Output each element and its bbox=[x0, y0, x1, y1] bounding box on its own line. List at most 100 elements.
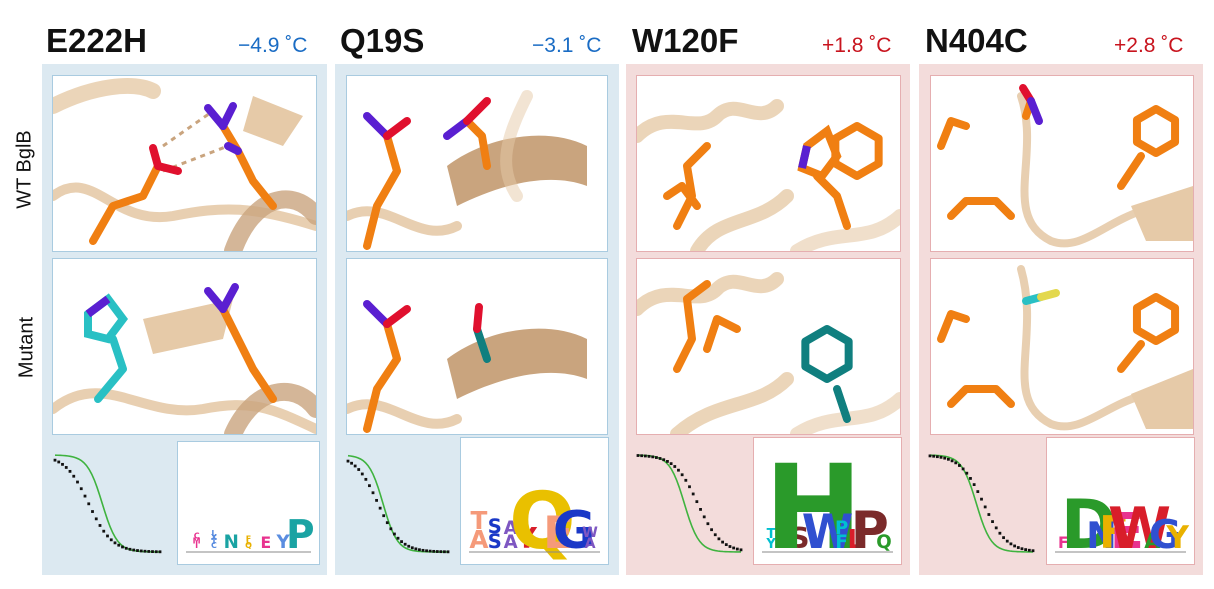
phe-neighbor-sidechain bbox=[1117, 340, 1145, 373]
data-point bbox=[647, 454, 651, 458]
data-point bbox=[735, 547, 739, 551]
data-point bbox=[371, 491, 375, 495]
data-point bbox=[958, 464, 961, 467]
data-point bbox=[76, 480, 79, 484]
melting-curve-plot bbox=[343, 447, 458, 562]
data-point bbox=[732, 546, 736, 550]
logo-letter: F bbox=[1099, 508, 1129, 559]
data-point bbox=[443, 550, 446, 554]
data-point bbox=[702, 515, 706, 519]
data-point bbox=[965, 471, 969, 475]
fit-line bbox=[637, 454, 742, 553]
logo-letter: I bbox=[195, 541, 198, 550]
melting-curve-plot bbox=[925, 447, 1043, 562]
data-point bbox=[393, 532, 396, 536]
mutant-structure-image bbox=[346, 258, 608, 435]
logo-letter: L bbox=[847, 525, 864, 555]
row-label-wt: WT BglB bbox=[13, 130, 36, 209]
stability-curve bbox=[928, 454, 1035, 553]
phe-neighbor-sidechain bbox=[1117, 152, 1145, 190]
logo-letter: W bbox=[802, 506, 854, 560]
data-point bbox=[677, 468, 680, 472]
logo-letter: G bbox=[553, 501, 596, 561]
logo-letter: P bbox=[286, 513, 315, 558]
indole-ring bbox=[831, 122, 883, 180]
data-point bbox=[713, 533, 717, 537]
asn404-sidechain bbox=[1019, 84, 1043, 125]
h-bond bbox=[162, 109, 214, 148]
leu-neighbor-2 bbox=[703, 315, 741, 353]
logo-letter: E bbox=[543, 508, 573, 559]
logo-letter: D bbox=[1061, 485, 1117, 564]
data-point bbox=[991, 520, 994, 524]
data-point bbox=[680, 473, 684, 477]
data-point bbox=[121, 545, 124, 549]
data-point bbox=[353, 464, 357, 468]
logo-letter: T bbox=[767, 527, 776, 542]
data-point bbox=[932, 454, 936, 458]
beta-arrow bbox=[1131, 186, 1193, 241]
data-point bbox=[407, 544, 411, 548]
mutation-title: E222H bbox=[46, 22, 147, 59]
data-point bbox=[360, 472, 364, 476]
logo-letter: Q bbox=[509, 477, 575, 564]
logo-letter: C bbox=[194, 532, 200, 541]
data-point bbox=[136, 549, 139, 552]
data-point bbox=[113, 541, 117, 545]
stability-curve bbox=[346, 454, 450, 554]
data-point bbox=[368, 484, 371, 488]
data-point bbox=[439, 550, 443, 554]
logo-letter: C bbox=[211, 541, 217, 550]
mutation-title: N404C bbox=[925, 22, 1028, 59]
beta-arrow bbox=[243, 96, 303, 146]
data-point bbox=[636, 454, 640, 457]
leu-neighbor-sidechain bbox=[947, 385, 1015, 408]
data-point bbox=[418, 548, 421, 552]
data-point bbox=[961, 467, 965, 471]
logo-letter: Y bbox=[765, 537, 776, 552]
ribbon-loop bbox=[347, 399, 462, 429]
data-point bbox=[1024, 548, 1028, 552]
arg-sidechain bbox=[204, 283, 277, 403]
gln-neighbor-sidechain bbox=[363, 300, 411, 433]
ribbon-helix-3 bbox=[790, 392, 900, 434]
beta-arrow bbox=[1131, 369, 1193, 429]
tm-delta: −3.1 ˚C bbox=[532, 34, 602, 57]
logo-letter: Y bbox=[515, 521, 537, 555]
ribbon-helix-2 bbox=[690, 189, 794, 251]
data-point bbox=[432, 549, 436, 553]
data-point bbox=[102, 529, 106, 533]
logo-letter: S bbox=[488, 530, 502, 553]
logo-letter: M bbox=[193, 536, 201, 545]
data-point bbox=[954, 461, 958, 465]
logo-letter: L bbox=[211, 529, 216, 538]
data-point bbox=[950, 459, 954, 463]
data-point bbox=[1027, 548, 1031, 552]
ribbon-helix-1 bbox=[637, 99, 784, 143]
data-point bbox=[695, 500, 699, 504]
data-point bbox=[346, 459, 350, 463]
data-point bbox=[688, 485, 691, 489]
trp120-sidechain bbox=[813, 172, 851, 230]
logo-letter: P bbox=[851, 501, 889, 561]
data-point bbox=[87, 502, 91, 506]
data-point bbox=[724, 543, 728, 547]
data-point bbox=[364, 477, 368, 481]
data-point bbox=[61, 462, 64, 466]
logo-letter: X bbox=[211, 533, 218, 542]
data-point bbox=[414, 547, 418, 551]
logo-letter: F bbox=[835, 532, 847, 553]
data-point bbox=[64, 466, 68, 469]
data-point bbox=[717, 537, 721, 541]
logo-letter: A bbox=[585, 536, 596, 552]
data-point bbox=[375, 498, 378, 502]
data-point bbox=[980, 497, 983, 501]
ribbon-helix bbox=[447, 328, 587, 399]
data-point bbox=[651, 455, 655, 459]
data-point bbox=[1009, 542, 1013, 546]
data-point bbox=[983, 505, 987, 509]
wt-structure-image bbox=[930, 75, 1194, 252]
logo-letter: A bbox=[504, 532, 518, 553]
